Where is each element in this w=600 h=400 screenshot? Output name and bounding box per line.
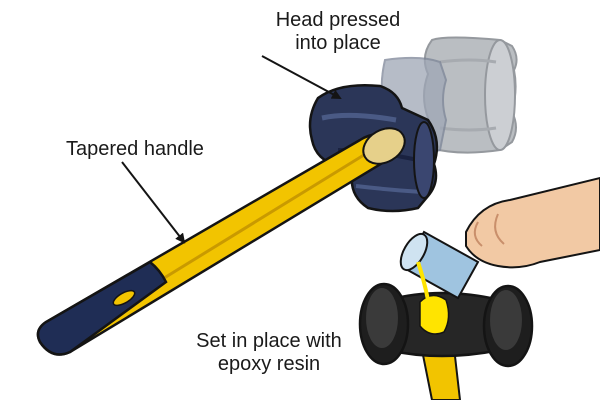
label-epoxy-resin: Set in place with epoxy resin [176,330,362,376]
label-head-line-1: Head pressed [275,9,401,31]
hand-icon [465,176,600,269]
label-epoxy-line-2: epoxy resin [217,353,321,375]
label-tapered-handle: Tapered handle [66,138,204,160]
handle-pointer-arrow [121,161,186,244]
head-pointer-arrow [261,55,342,99]
label-epoxy-line-1: Set in place with [196,330,342,352]
handle-grip-icon [36,260,168,356]
label-head-line-2: into place [295,32,381,54]
ghost-head-icon [423,36,518,154]
resin-cup-icon [399,230,480,301]
rubber-mallet-icon [358,282,534,400]
label-head-pressed: Head pressed into place [258,9,418,55]
